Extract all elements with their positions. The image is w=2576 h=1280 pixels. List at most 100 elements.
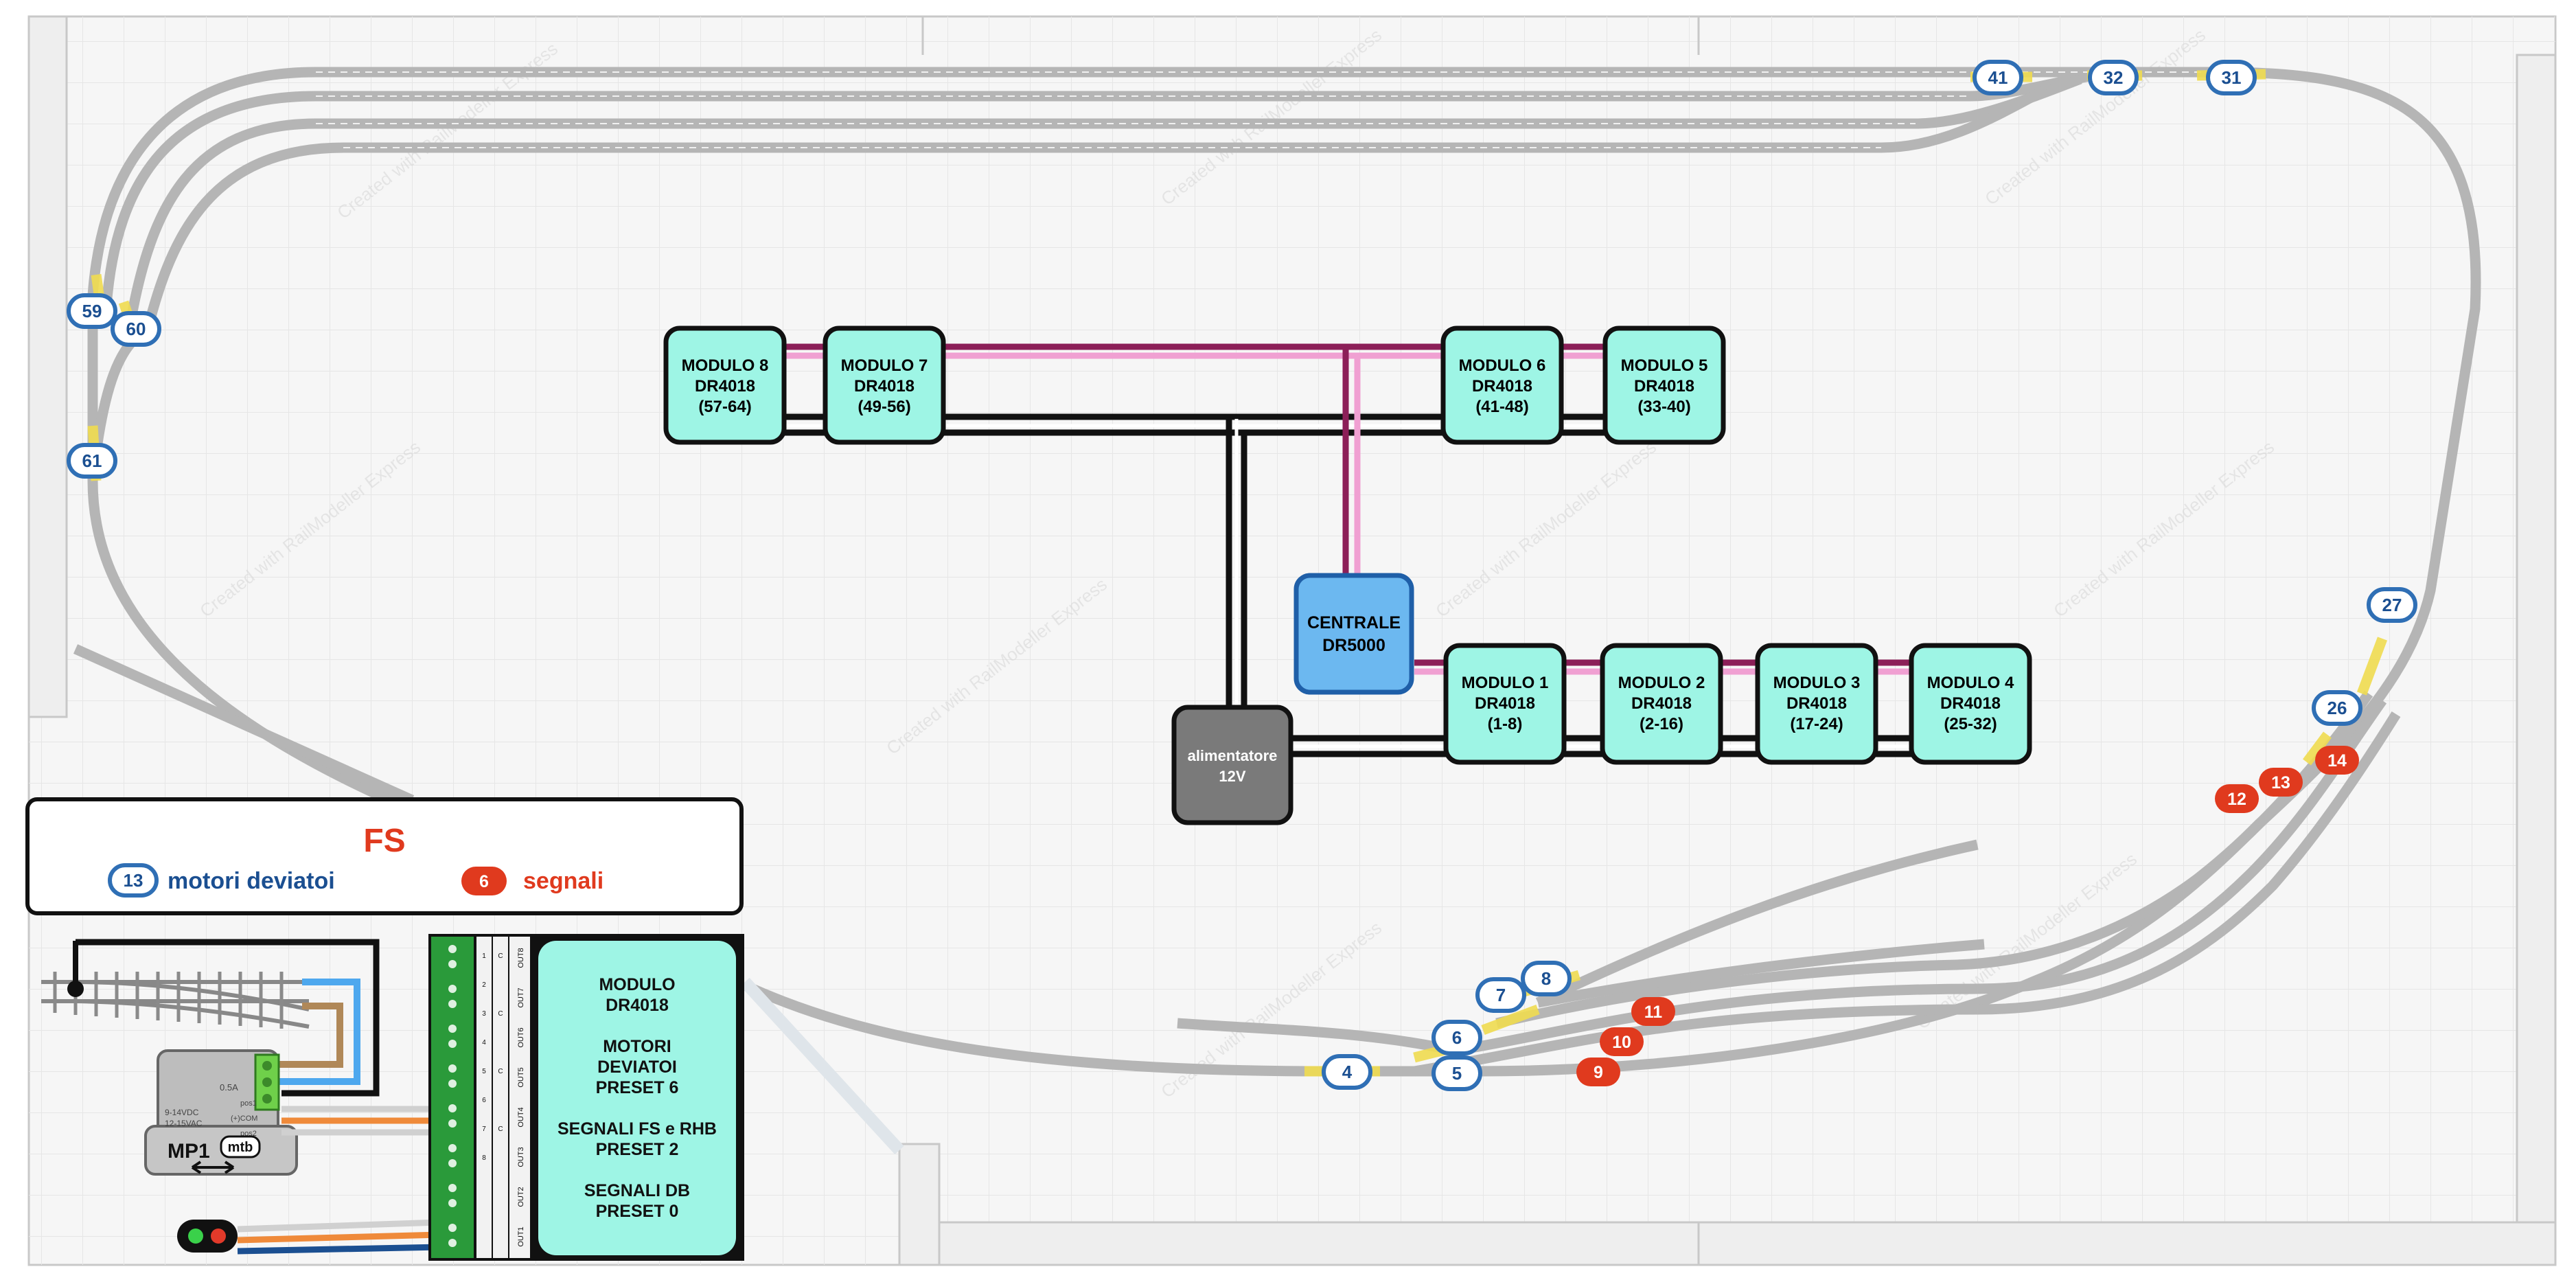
motor-spec-2: 12-15VAC	[165, 1119, 203, 1128]
motor-badge: 0.5A	[220, 1082, 238, 1093]
module-name: MODULO 1	[1462, 674, 1549, 692]
svg-text:4: 4	[482, 1039, 486, 1047]
turnout-label: 4	[1322, 1054, 1372, 1090]
turnout-label: 31	[2206, 60, 2257, 95]
svg-text:13: 13	[124, 870, 143, 891]
baseboard	[27, 15, 2557, 1266]
svg-text:6: 6	[479, 872, 489, 891]
svg-text:31: 31	[2222, 67, 2242, 88]
signal-light-icon	[177, 1220, 238, 1253]
module-box: MODULO 8 DR4018 (57-64)	[663, 325, 787, 445]
svg-text:7: 7	[482, 1125, 486, 1133]
signal-labels: 14 13 12 11 10 9	[1576, 746, 2359, 1086]
module-model: DR4018	[1786, 694, 1847, 713]
wiring-module-line1: MODULO	[599, 975, 675, 994]
module-name: MODULO 6	[1459, 356, 1546, 375]
svg-text:13: 13	[2271, 773, 2290, 792]
module-range: (57-64)	[698, 398, 751, 416]
turnout-label: 8	[1521, 961, 1572, 996]
module-model: DR4018	[1631, 694, 1692, 713]
svg-text:C: C	[498, 952, 503, 960]
wiring-example: 0.5A pos1 (+)COM pos2 9-14VDC 12-15VAC M…	[41, 939, 440, 1255]
module-box: MODULO 4 DR4018 (25-32)	[1909, 643, 2032, 765]
terminal-header: OUT2	[517, 1187, 525, 1207]
module-box: MODULO 6 DR4018 (41-48)	[1440, 325, 1564, 445]
svg-text:8: 8	[482, 1154, 486, 1162]
module-model: DR4018	[854, 377, 915, 396]
motor-pin-1: pos1	[240, 1099, 257, 1108]
terminal-header: OUT4	[517, 1107, 525, 1127]
module-name: MODULO 7	[841, 356, 928, 375]
svg-text:4: 4	[1342, 1062, 1353, 1082]
signal-label: 14	[2315, 746, 2359, 775]
module-range: (17-24)	[1790, 715, 1843, 733]
svg-text:5: 5	[1452, 1063, 1462, 1084]
turnout-label: 59	[67, 293, 117, 329]
signal-label: 9	[1576, 1058, 1620, 1086]
turnout-label: 6	[1431, 1020, 1482, 1055]
svg-text:C: C	[498, 1125, 503, 1133]
svg-text:5: 5	[482, 1068, 486, 1075]
svg-text:59: 59	[82, 301, 102, 321]
terminal-header: OUT6	[517, 1027, 525, 1047]
svg-text:8: 8	[1541, 968, 1551, 989]
terminal-header: OUT5	[517, 1067, 525, 1087]
module-range: (41-48)	[1475, 398, 1528, 416]
module-name: MODULO 5	[1621, 356, 1708, 375]
signal-label: 12	[2215, 784, 2259, 813]
turnout-label: 27	[2367, 587, 2417, 623]
wiring-module-line5: PRESET 6	[596, 1078, 679, 1097]
wiring-module-line2: DR4018	[606, 996, 669, 1015]
svg-text:26: 26	[2327, 698, 2347, 718]
module-box: MODULO 7 DR4018 (49-56)	[823, 325, 946, 445]
module-name: MODULO 3	[1773, 674, 1861, 692]
wiring-module-line3: MOTORI	[603, 1037, 671, 1056]
module-box: MODULO 2 DR4018 (2-16)	[1600, 643, 1723, 765]
module-model: DR4018	[1475, 694, 1535, 713]
motor-brand: mtb	[228, 1140, 253, 1155]
centrale-line1: CENTRALE	[1307, 613, 1401, 632]
svg-text:32: 32	[2104, 67, 2124, 88]
power-supply-line2: 12V	[1219, 768, 1245, 785]
turnout-label: 7	[1475, 977, 1526, 1013]
module-box: MODULO 3 DR4018 (17-24)	[1755, 643, 1878, 765]
signal-label: 13	[2259, 768, 2303, 797]
svg-text:2: 2	[482, 981, 486, 989]
module-range: (1-8)	[1488, 715, 1523, 733]
module-range: (25-32)	[1944, 715, 1997, 733]
legend: FS 13 motori deviatoi 6 segnali	[25, 797, 744, 915]
svg-text:7: 7	[1496, 985, 1506, 1005]
wiring-module-line7: PRESET 2	[596, 1140, 679, 1159]
module-box: MODULO 1 DR4018 (1-8)	[1443, 643, 1567, 765]
turnout-labels: 41 32 31 59 60 61 27 26 8 7 6 4 5	[67, 60, 2417, 1091]
svg-text:6: 6	[482, 1097, 486, 1104]
module-range: (49-56)	[858, 398, 910, 416]
wiring-module-line8: SEGNALI DB	[584, 1181, 690, 1200]
svg-text:3: 3	[482, 1010, 486, 1018]
wiring-module-line9: PRESET 0	[596, 1202, 679, 1221]
turnout-label: 5	[1431, 1055, 1482, 1091]
svg-text:41: 41	[1988, 67, 2008, 88]
svg-text:60: 60	[126, 319, 146, 339]
svg-text:6: 6	[1452, 1027, 1462, 1048]
turnout-label: 60	[111, 311, 161, 347]
centrale-line2: DR5000	[1322, 636, 1385, 655]
turnout-label: 32	[2088, 60, 2139, 95]
module-name: MODULO 2	[1618, 674, 1705, 692]
signal-label: 11	[1631, 997, 1675, 1026]
module-model: DR4018	[1634, 377, 1694, 396]
motor-spec-1: 9-14VDC	[165, 1108, 199, 1117]
svg-text:14: 14	[2327, 751, 2347, 770]
svg-text:C: C	[498, 1068, 503, 1075]
terminal-header: OUT1	[517, 1226, 525, 1246]
svg-text:11: 11	[1644, 1003, 1663, 1022]
motor-model: MP1	[168, 1140, 210, 1163]
motor-pin-2: (+)COM	[231, 1115, 257, 1123]
terminal-header: OUT3	[517, 1147, 525, 1167]
legend-title: FS	[363, 823, 405, 859]
turnout-label: 61	[67, 443, 117, 479]
legend-turnout-sample: 13	[108, 863, 159, 898]
motor-mp1: 0.5A pos1 (+)COM pos2 9-14VDC 12-15VAC M…	[144, 1049, 298, 1176]
module-name: MODULO 4	[1927, 674, 2014, 692]
